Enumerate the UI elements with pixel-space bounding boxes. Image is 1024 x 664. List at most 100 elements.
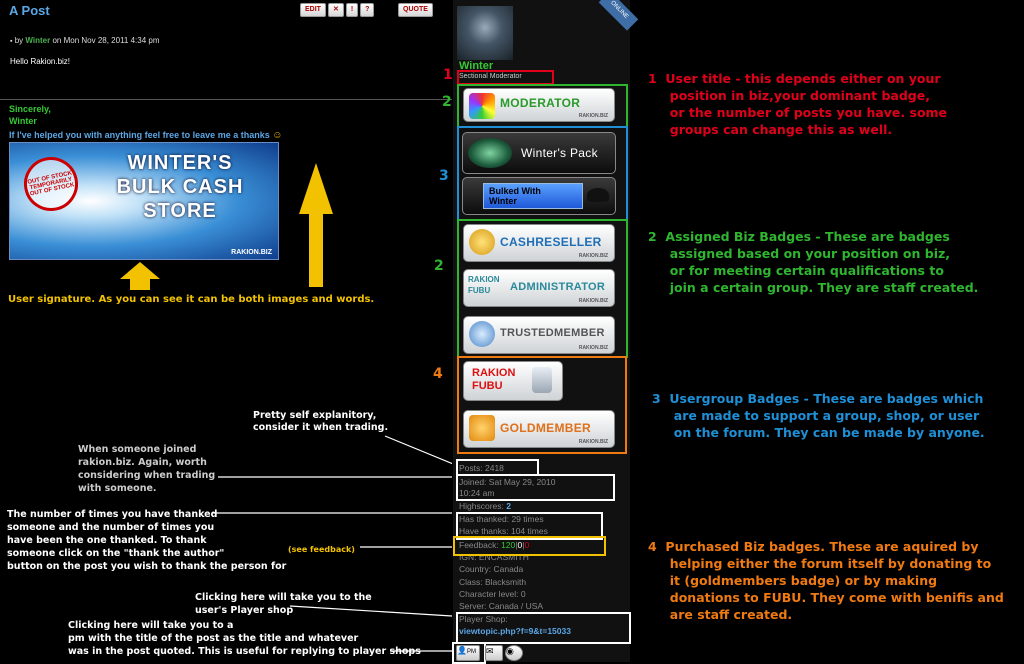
feedback-positive[interactable]: 120 [501, 540, 516, 550]
been-thanked-stat: Have thanks: 104 times [459, 526, 548, 536]
banner-line3: STORE [143, 200, 217, 222]
trustedmember-badge: TRUSTEDMEMBER RAKION.BIZ [463, 316, 615, 354]
pointer-line-shop [289, 605, 452, 617]
thanked-stat: Has thanked: 29 times [459, 514, 544, 524]
signature-caption: User signature. As you can see it can be… [8, 294, 375, 305]
gold-sub: RAKION.BIZ [578, 439, 608, 445]
self-explanatory-caption: Pretty self explanitory, consider it whe… [253, 410, 389, 433]
joined-value: Sat May 29, 2010 10:24 am [459, 477, 556, 498]
quote-toolbar: QUOTE [398, 3, 433, 17]
report-button[interactable]: ! [345, 3, 359, 17]
fubu-admin-logo: RAKION FUBU [468, 275, 500, 295]
trusted-sub: RAKION.BIZ [578, 345, 608, 351]
bulked-with-winter-badge: Bulked With Winter [462, 177, 616, 215]
cashreseller-label: CASHRESELLER [500, 235, 602, 249]
moderator-label: MODERATOR [500, 96, 581, 110]
smiley-icon: ☺ [272, 130, 283, 141]
up-arrow-small [120, 262, 160, 290]
user-icon: 👤 [457, 646, 467, 655]
charlevel-stat: Character level: 0 [459, 589, 526, 599]
pm-label: PM [466, 649, 476, 655]
marker-3: 3 [439, 168, 449, 184]
pointer-line-self [384, 435, 452, 465]
posts-label: Posts: [459, 463, 483, 473]
feedback-stat: Feedback: 120|0|0 [459, 540, 530, 550]
post-toolbar: EDIT ✕ ! ? [300, 3, 375, 17]
website-button[interactable]: ◉ [505, 645, 523, 661]
avatar[interactable] [457, 6, 513, 60]
legend-purchased-badges: 4 Purchased Biz badges. These are aquire… [648, 539, 1004, 622]
banner-corner-text: RAKION.BIZ [231, 249, 272, 256]
wolf-pack-icon [468, 138, 512, 168]
purchased-badge-box [457, 356, 627, 454]
marker-1: 1 [443, 67, 453, 83]
signature-banner: OUT OF STOCK TEMPORARILY OUT OF STOCK WI… [9, 142, 279, 260]
dragon-icon [587, 188, 609, 202]
envelope-icon: ✉ [486, 646, 494, 656]
pm-caption: Clicking here will take you to a pm with… [68, 620, 421, 657]
cashreseller-badge: CASHRESELLER RAKION.BIZ [463, 224, 615, 262]
posts-value: 2418 [485, 463, 504, 473]
administrator-label: ADMINISTRATOR [510, 281, 606, 293]
marker-4: 4 [433, 366, 443, 382]
edit-button[interactable]: EDIT [300, 3, 326, 17]
banner-title: WINTER'S BULK CASH STORE [90, 151, 270, 223]
shop-box [456, 612, 631, 644]
help-line: If I've helped you with anything feel fr… [9, 130, 282, 141]
joined-stat: Joined: Sat May 29, 2010 10:24 am [459, 477, 555, 499]
ign-stat: IGN: ENCASMITH [459, 552, 529, 562]
author-link[interactable]: Winter [25, 36, 51, 45]
posts-stat: Posts: 2418 [459, 463, 504, 473]
post-title[interactable]: A Post [9, 3, 50, 18]
info-button[interactable]: ? [360, 3, 375, 17]
legend-user-title: 1 User title - this depends either on yo… [648, 71, 948, 137]
class-stat: Class: Blacksmith [459, 577, 527, 587]
sign-name: Winter [9, 116, 37, 126]
country-stat: Country: Canada [459, 564, 524, 574]
cashreseller-sub: RAKION.BIZ [578, 253, 608, 259]
see-feedback-caption: (see feedback) [288, 545, 355, 554]
email-button[interactable]: ✉ [485, 645, 503, 661]
feedback-box [453, 536, 606, 556]
quote-button[interactable]: QUOTE [398, 3, 433, 17]
user-title-box [457, 70, 554, 85]
bulked-label: Bulked With Winter [483, 183, 583, 209]
trusted-label: TRUSTEDMEMBER [500, 327, 605, 339]
admin-sub: RAKION.BIZ [578, 298, 608, 304]
thanks-caption: The number of times you have thanked som… [7, 509, 287, 572]
annotation-arrows [120, 163, 452, 652]
star-icon [469, 415, 495, 441]
checkmark-icon [469, 321, 495, 347]
joined-box [456, 474, 615, 501]
post-date: on Mon Nov 28, 2011 4:34 pm [52, 36, 160, 45]
feedback-negative[interactable]: 0 [524, 540, 530, 550]
server-stat: Server: Canada / USA [459, 601, 544, 611]
profile-username[interactable]: Winter [459, 60, 494, 72]
feedback-neutral[interactable]: 0 [517, 540, 523, 550]
shop-caption: Clicking here will take you to the user'… [195, 592, 372, 616]
signature-separator [0, 99, 452, 100]
joined-caption: When someone joined rakion.biz. Again, w… [78, 444, 216, 494]
user-title: Sectional Moderator [459, 73, 522, 80]
feedback-label: Feedback: [459, 540, 499, 550]
highscores-link[interactable]: 2 [506, 501, 511, 511]
up-arrow-large [299, 163, 333, 287]
signature-text: Sincerely, Winter [9, 103, 51, 127]
marker-2-top: 2 [442, 94, 452, 110]
legend-assigned-badges: 2 Assigned Biz Badges - These are badges… [648, 229, 979, 295]
rainbow-icon [469, 93, 495, 119]
goldmember-badge: GOLDMEMBER RAKION.BIZ [463, 410, 615, 448]
marker-2: 2 [434, 258, 444, 274]
post-body: Hello Rakion.biz! [10, 57, 71, 66]
post-meta: ▪ by Winter on Mon Nov 28, 2011 4:34 pm [10, 36, 160, 45]
winters-pack-badge: Winter's Pack [462, 132, 616, 174]
fubu-label: RAKION FUBU [472, 367, 516, 392]
banner-line2: BULK CASH [116, 176, 244, 198]
pm-button[interactable]: 👤PM [456, 645, 480, 661]
delete-button[interactable]: ✕ [327, 3, 344, 17]
post-icon: ▪ [10, 38, 13, 45]
sincerely-line: Sincerely, [9, 104, 51, 114]
player-shop-link[interactable]: viewtopic.php?f=9&t=15033 [459, 626, 571, 636]
banner-line1: WINTER'S [127, 152, 233, 174]
gold-label: GOLDMEMBER [500, 421, 591, 435]
